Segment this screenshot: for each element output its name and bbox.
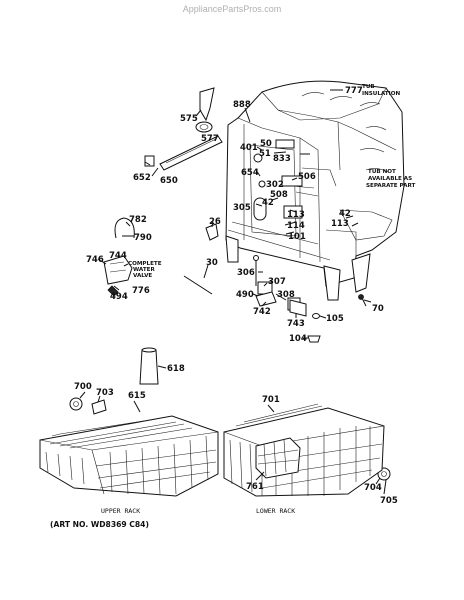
watermark: AppliancePartsPros.com [183,4,282,14]
note-tub-insulation: TUB INSULATION [362,84,400,97]
label-833: 833 [273,154,291,164]
part-743-block [289,299,307,317]
label-744: 744 [109,251,127,261]
part-652-clip [144,155,155,167]
dishwasher-tub [225,80,405,301]
note-tub-not-available: TUB NOT AVAILABLE AS SEPARATE PART [366,169,416,189]
label-114: 114 [287,221,305,231]
part-575-handle [199,87,215,122]
label-26: 26 [209,217,221,227]
label-113b: 113 [331,219,349,229]
note-tub-insulation-line2: INSULATION [362,91,400,97]
label-761: 761 [246,482,264,492]
label-790: 790 [134,233,152,243]
note-water-valve-line2: WATER [133,267,155,273]
leader-lines [79,89,387,495]
part-30-spring [183,275,213,295]
note-water-valve-line1: COMPLETE [128,261,162,267]
label-30: 30 [206,258,218,268]
label-746: 746 [86,255,104,265]
label-70: 70 [372,304,384,314]
label-104: 104 [289,334,307,344]
upper-rack [39,415,219,497]
note-tub-not-available-line1: TUB NOT [368,169,396,175]
label-618: 618 [167,364,185,374]
label-302: 302 [266,180,284,190]
part-70-screw [358,294,367,307]
part-104-foot [307,335,321,343]
label-305: 305 [233,203,251,213]
note-tub-insulation-line1: TUB [362,84,375,90]
label-705: 705 [380,496,398,506]
label-782: 782 [129,215,147,225]
label-888: 888 [233,100,251,110]
part-306-pin [253,255,259,286]
label-42a: 42 [262,198,274,208]
label-652: 652 [133,173,151,183]
label-777: 777 [345,86,363,96]
part-labels: 777 888 575 577 401 50 51 833 654 506 30… [74,86,398,506]
note-complete-water-valve: COMPLETE WATER VALVE [128,261,162,279]
label-776: 776 [132,286,150,296]
label-743: 743 [287,319,305,329]
label-308: 308 [277,290,295,300]
part-577-ring [195,121,213,133]
label-703: 703 [96,388,114,398]
label-615: 615 [128,391,146,401]
caption-lower-rack: LOWER RACK [256,507,295,515]
part-700-703-wheel [69,397,107,415]
caption-upper-rack: UPPER RACK [101,507,140,515]
part-650-rail [159,135,223,171]
art-number: (ART NO. WD8369 C84) [50,520,149,529]
label-490: 490 [236,290,254,300]
label-401: 401 [240,143,258,153]
note-tub-not-available-line3: SEPARATE PART [366,183,416,189]
part-744-water-valve [103,255,133,297]
label-575: 575 [180,114,198,124]
label-654: 654 [241,168,259,178]
label-506: 506 [298,172,316,182]
label-50: 50 [260,139,272,149]
label-306: 306 [237,268,255,278]
label-105: 105 [326,314,344,324]
part-105-washer [312,313,320,319]
label-494: 494 [110,292,128,302]
label-51: 51 [259,149,271,159]
part-618-tube [139,347,159,385]
label-742: 742 [253,307,271,317]
label-42b: 42 [339,209,351,219]
label-101: 101 [288,232,306,242]
label-113a: 113 [287,210,305,220]
label-577: 577 [201,134,219,144]
label-650: 650 [160,176,178,186]
label-700: 700 [74,382,92,392]
label-508: 508 [270,190,288,200]
label-701: 701 [262,395,280,405]
note-tub-not-available-line2: AVAILABLE AS [368,176,412,182]
note-water-valve-line3: VALVE [133,273,152,279]
label-307: 307 [268,277,286,287]
lower-rack [223,403,385,497]
label-704: 704 [364,483,382,493]
